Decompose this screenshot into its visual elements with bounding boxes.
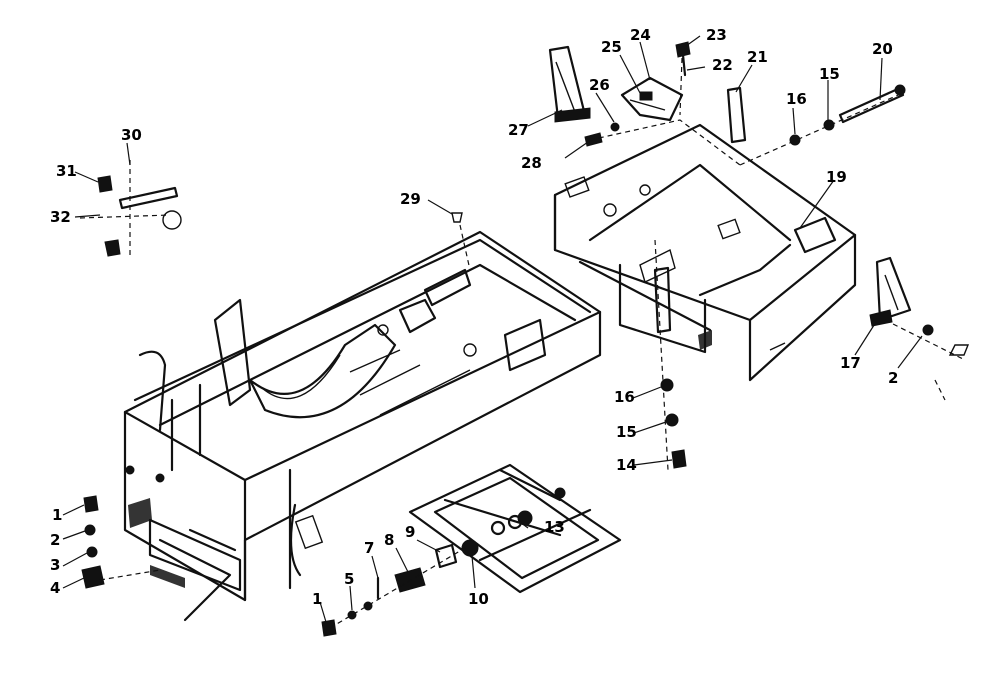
callout-5: 5 <box>344 570 354 588</box>
callout-10: 10 <box>468 590 489 608</box>
callout-7: 7 <box>364 539 374 557</box>
assembly-lines <box>79 57 966 629</box>
callout-29: 29 <box>400 190 421 208</box>
callout-23: 23 <box>706 26 727 44</box>
callout-3: 3 <box>50 556 60 574</box>
callout-15-top: 15 <box>819 65 840 83</box>
callout-13: 13 <box>544 518 565 536</box>
callout-22: 22 <box>712 56 733 74</box>
callout-labels: 23 25 24 22 21 20 15 16 26 27 28 19 30 3… <box>50 26 898 608</box>
callout-16-top: 16 <box>786 90 807 108</box>
fasteners <box>81 41 970 637</box>
callout-1-bottom: 1 <box>312 590 322 608</box>
leader-lines <box>62 35 923 623</box>
callout-28: 28 <box>521 154 542 172</box>
callout-16-mid: 16 <box>614 388 635 406</box>
main-frame <box>123 230 602 622</box>
battery-box <box>553 123 857 382</box>
lifting-hook-27 <box>548 45 591 123</box>
mounting-plate <box>408 463 622 594</box>
callout-14: 14 <box>616 456 637 474</box>
callout-4: 4 <box>50 579 60 597</box>
bracket-24 <box>620 76 684 122</box>
callout-17: 17 <box>840 354 861 372</box>
callout-9: 9 <box>405 523 415 541</box>
callout-30: 30 <box>121 126 142 144</box>
callout-2-right: 2 <box>888 369 898 387</box>
callout-15-mid: 15 <box>616 423 637 441</box>
callout-19: 19 <box>826 168 847 186</box>
callout-25: 25 <box>601 38 622 56</box>
callout-8: 8 <box>384 531 394 549</box>
callout-2-left: 2 <box>50 531 60 549</box>
callout-27: 27 <box>508 121 529 139</box>
callout-21: 21 <box>747 48 768 66</box>
callout-24: 24 <box>630 26 651 44</box>
callout-26: 26 <box>589 76 610 94</box>
callout-1-left: 1 <box>52 506 62 524</box>
lifting-hook-17 <box>869 256 912 327</box>
callout-20: 20 <box>872 40 893 58</box>
callout-32: 32 <box>50 208 71 226</box>
callout-31: 31 <box>56 162 77 180</box>
